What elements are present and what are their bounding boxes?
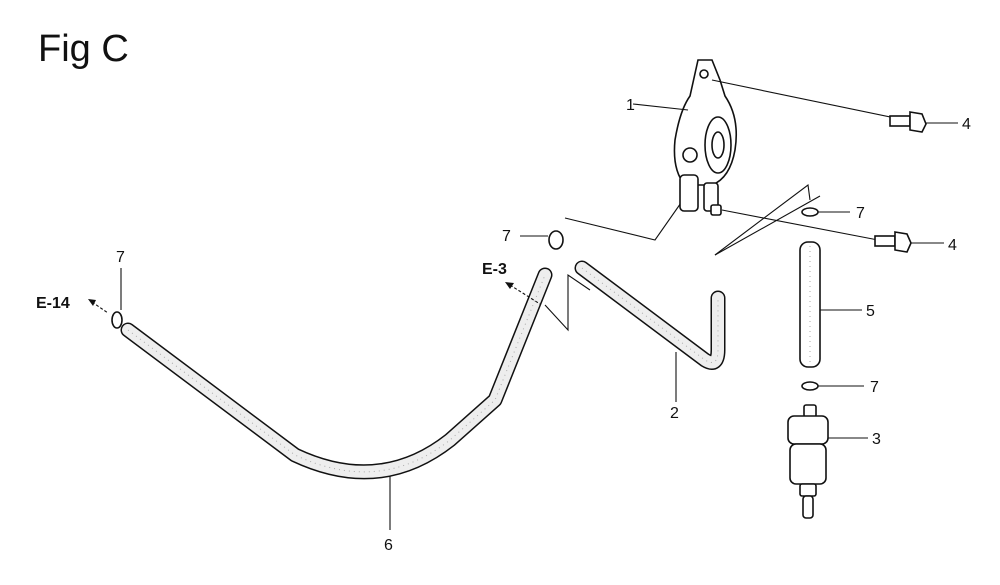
callout-7-lower-right: 7	[870, 379, 879, 396]
callout-2: 2	[670, 405, 679, 422]
reference-e3-arrow	[505, 282, 541, 305]
fuel-pump	[673, 59, 738, 216]
bent-hose	[574, 260, 726, 370]
fuel-filter	[787, 404, 868, 519]
reference-e14-arrow	[88, 299, 109, 314]
callout-7-left: 7	[116, 249, 125, 266]
callout-1: 1	[626, 97, 635, 114]
leader-1	[632, 103, 689, 111]
break-lines	[544, 183, 821, 332]
callout-7-center: 7	[502, 228, 511, 245]
reference-e14: E-14	[36, 295, 70, 312]
clip-lower-right	[801, 381, 864, 391]
callout-4-lower: 4	[948, 237, 957, 254]
callout-6: 6	[384, 537, 393, 554]
bolt-lower	[721, 209, 944, 253]
figure-title: Fig C	[38, 28, 129, 70]
short-tube	[799, 241, 862, 368]
clip-left	[111, 268, 123, 329]
callout-5: 5	[866, 303, 875, 320]
callout-4-upper: 4	[962, 116, 971, 133]
clip-center	[520, 230, 564, 250]
callout-7-upper-right: 7	[856, 205, 865, 222]
reference-e3: E-3	[482, 261, 507, 278]
long-hose	[120, 267, 553, 480]
callout-3: 3	[872, 431, 881, 448]
bolt-upper	[711, 79, 958, 133]
clip-upper-right	[801, 207, 850, 217]
